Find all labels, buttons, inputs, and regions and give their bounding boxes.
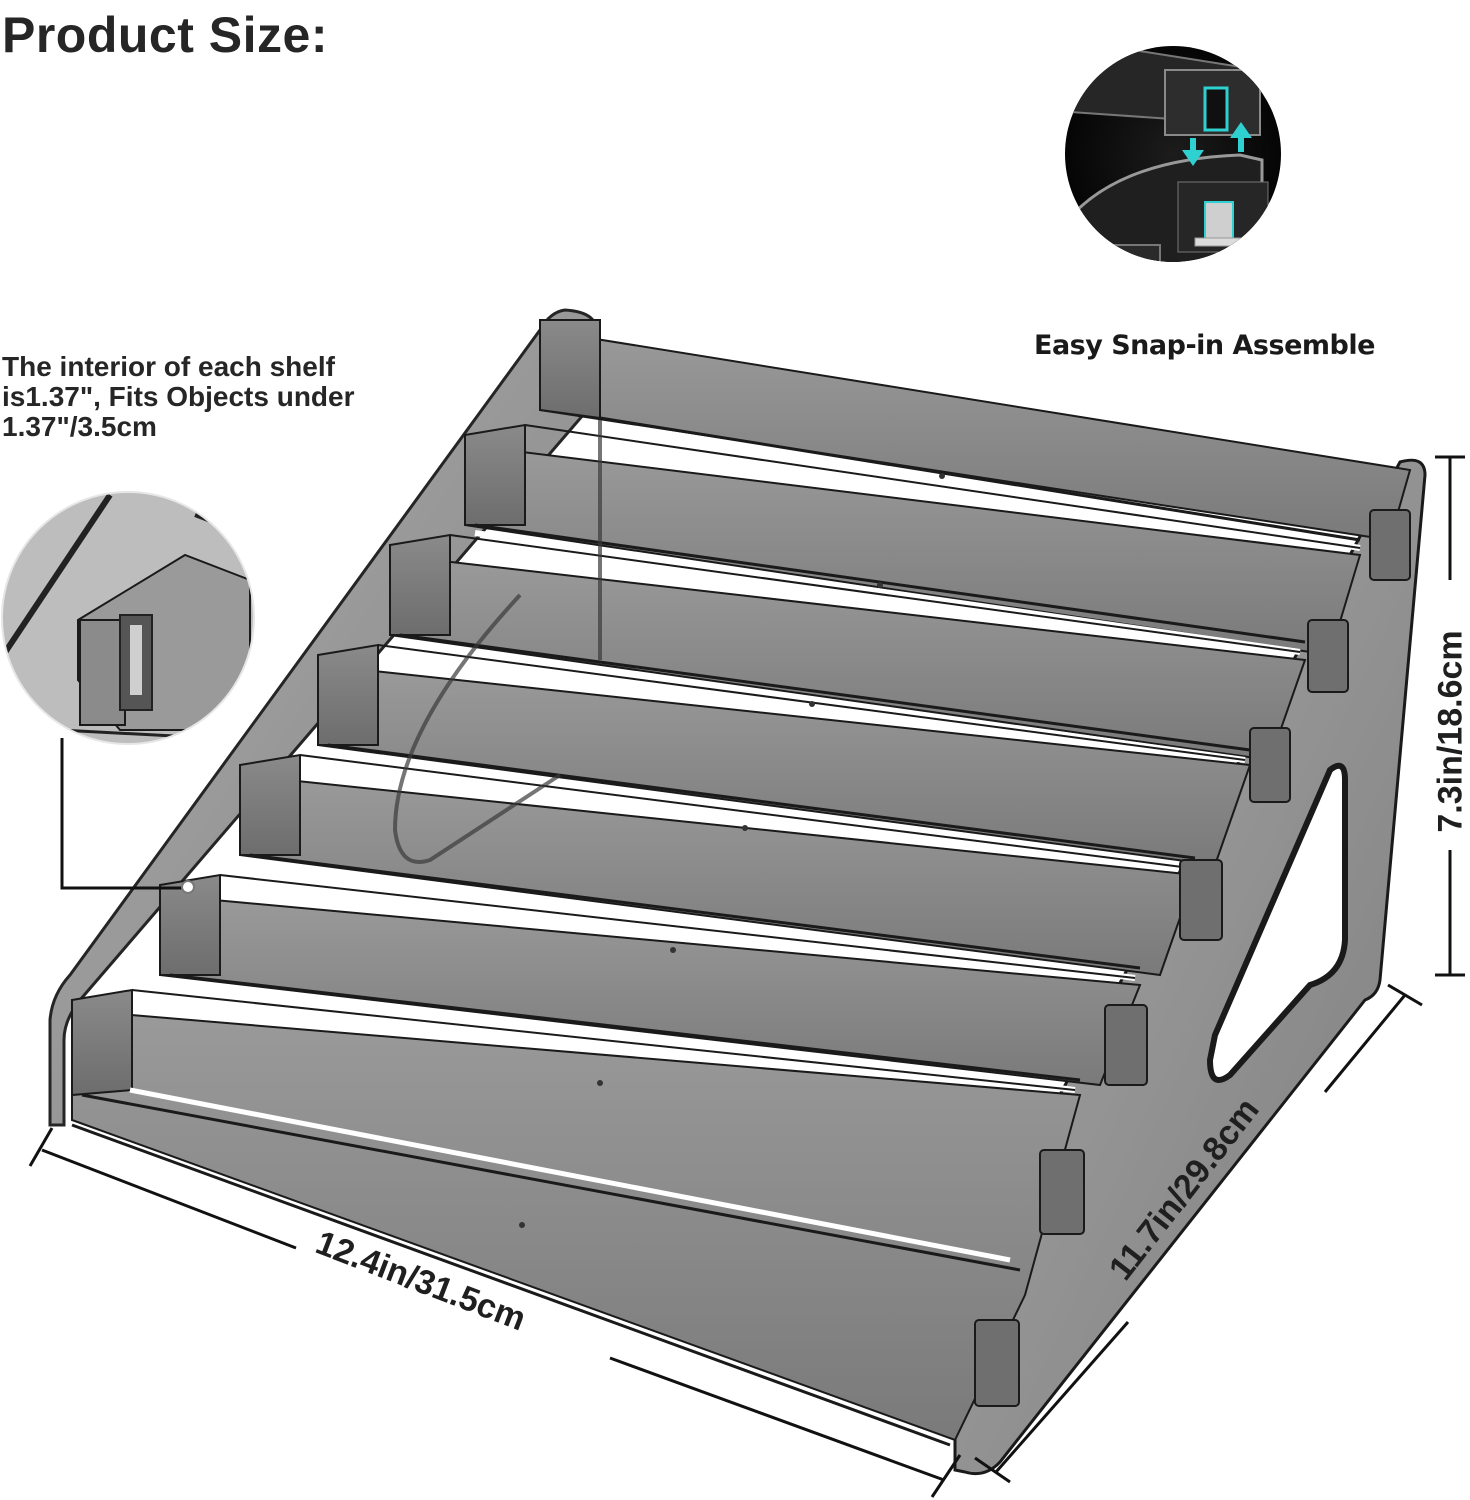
shelf-interior-note: The interior of each shelf is1.37", Fits… xyxy=(2,351,355,442)
handle-cutout xyxy=(1206,762,1348,1083)
height-dimension-line xyxy=(1435,455,1465,977)
snap-up-arrow-icon xyxy=(1230,122,1252,152)
shelf-tier-6 xyxy=(159,873,1142,1093)
snap-in-inset xyxy=(1065,46,1281,262)
callout-leader xyxy=(60,738,195,894)
height-dimension-label: 7.3in/18.6cm xyxy=(1431,630,1470,833)
depth-dimension-line xyxy=(974,983,1423,1484)
snap-in-caption: Easy Snap-in Assemble xyxy=(1034,330,1375,361)
snap-down-arrow-icon xyxy=(1182,138,1204,166)
width-dimension-line xyxy=(28,1127,962,1498)
right-snap-clips xyxy=(974,509,1411,1407)
shelf-tier-1 xyxy=(539,319,1412,551)
detail-magnifier xyxy=(1,491,255,745)
back-brace xyxy=(392,420,602,864)
shelf-tier-5 xyxy=(239,753,1197,981)
page-title: Product Size: xyxy=(2,7,328,63)
